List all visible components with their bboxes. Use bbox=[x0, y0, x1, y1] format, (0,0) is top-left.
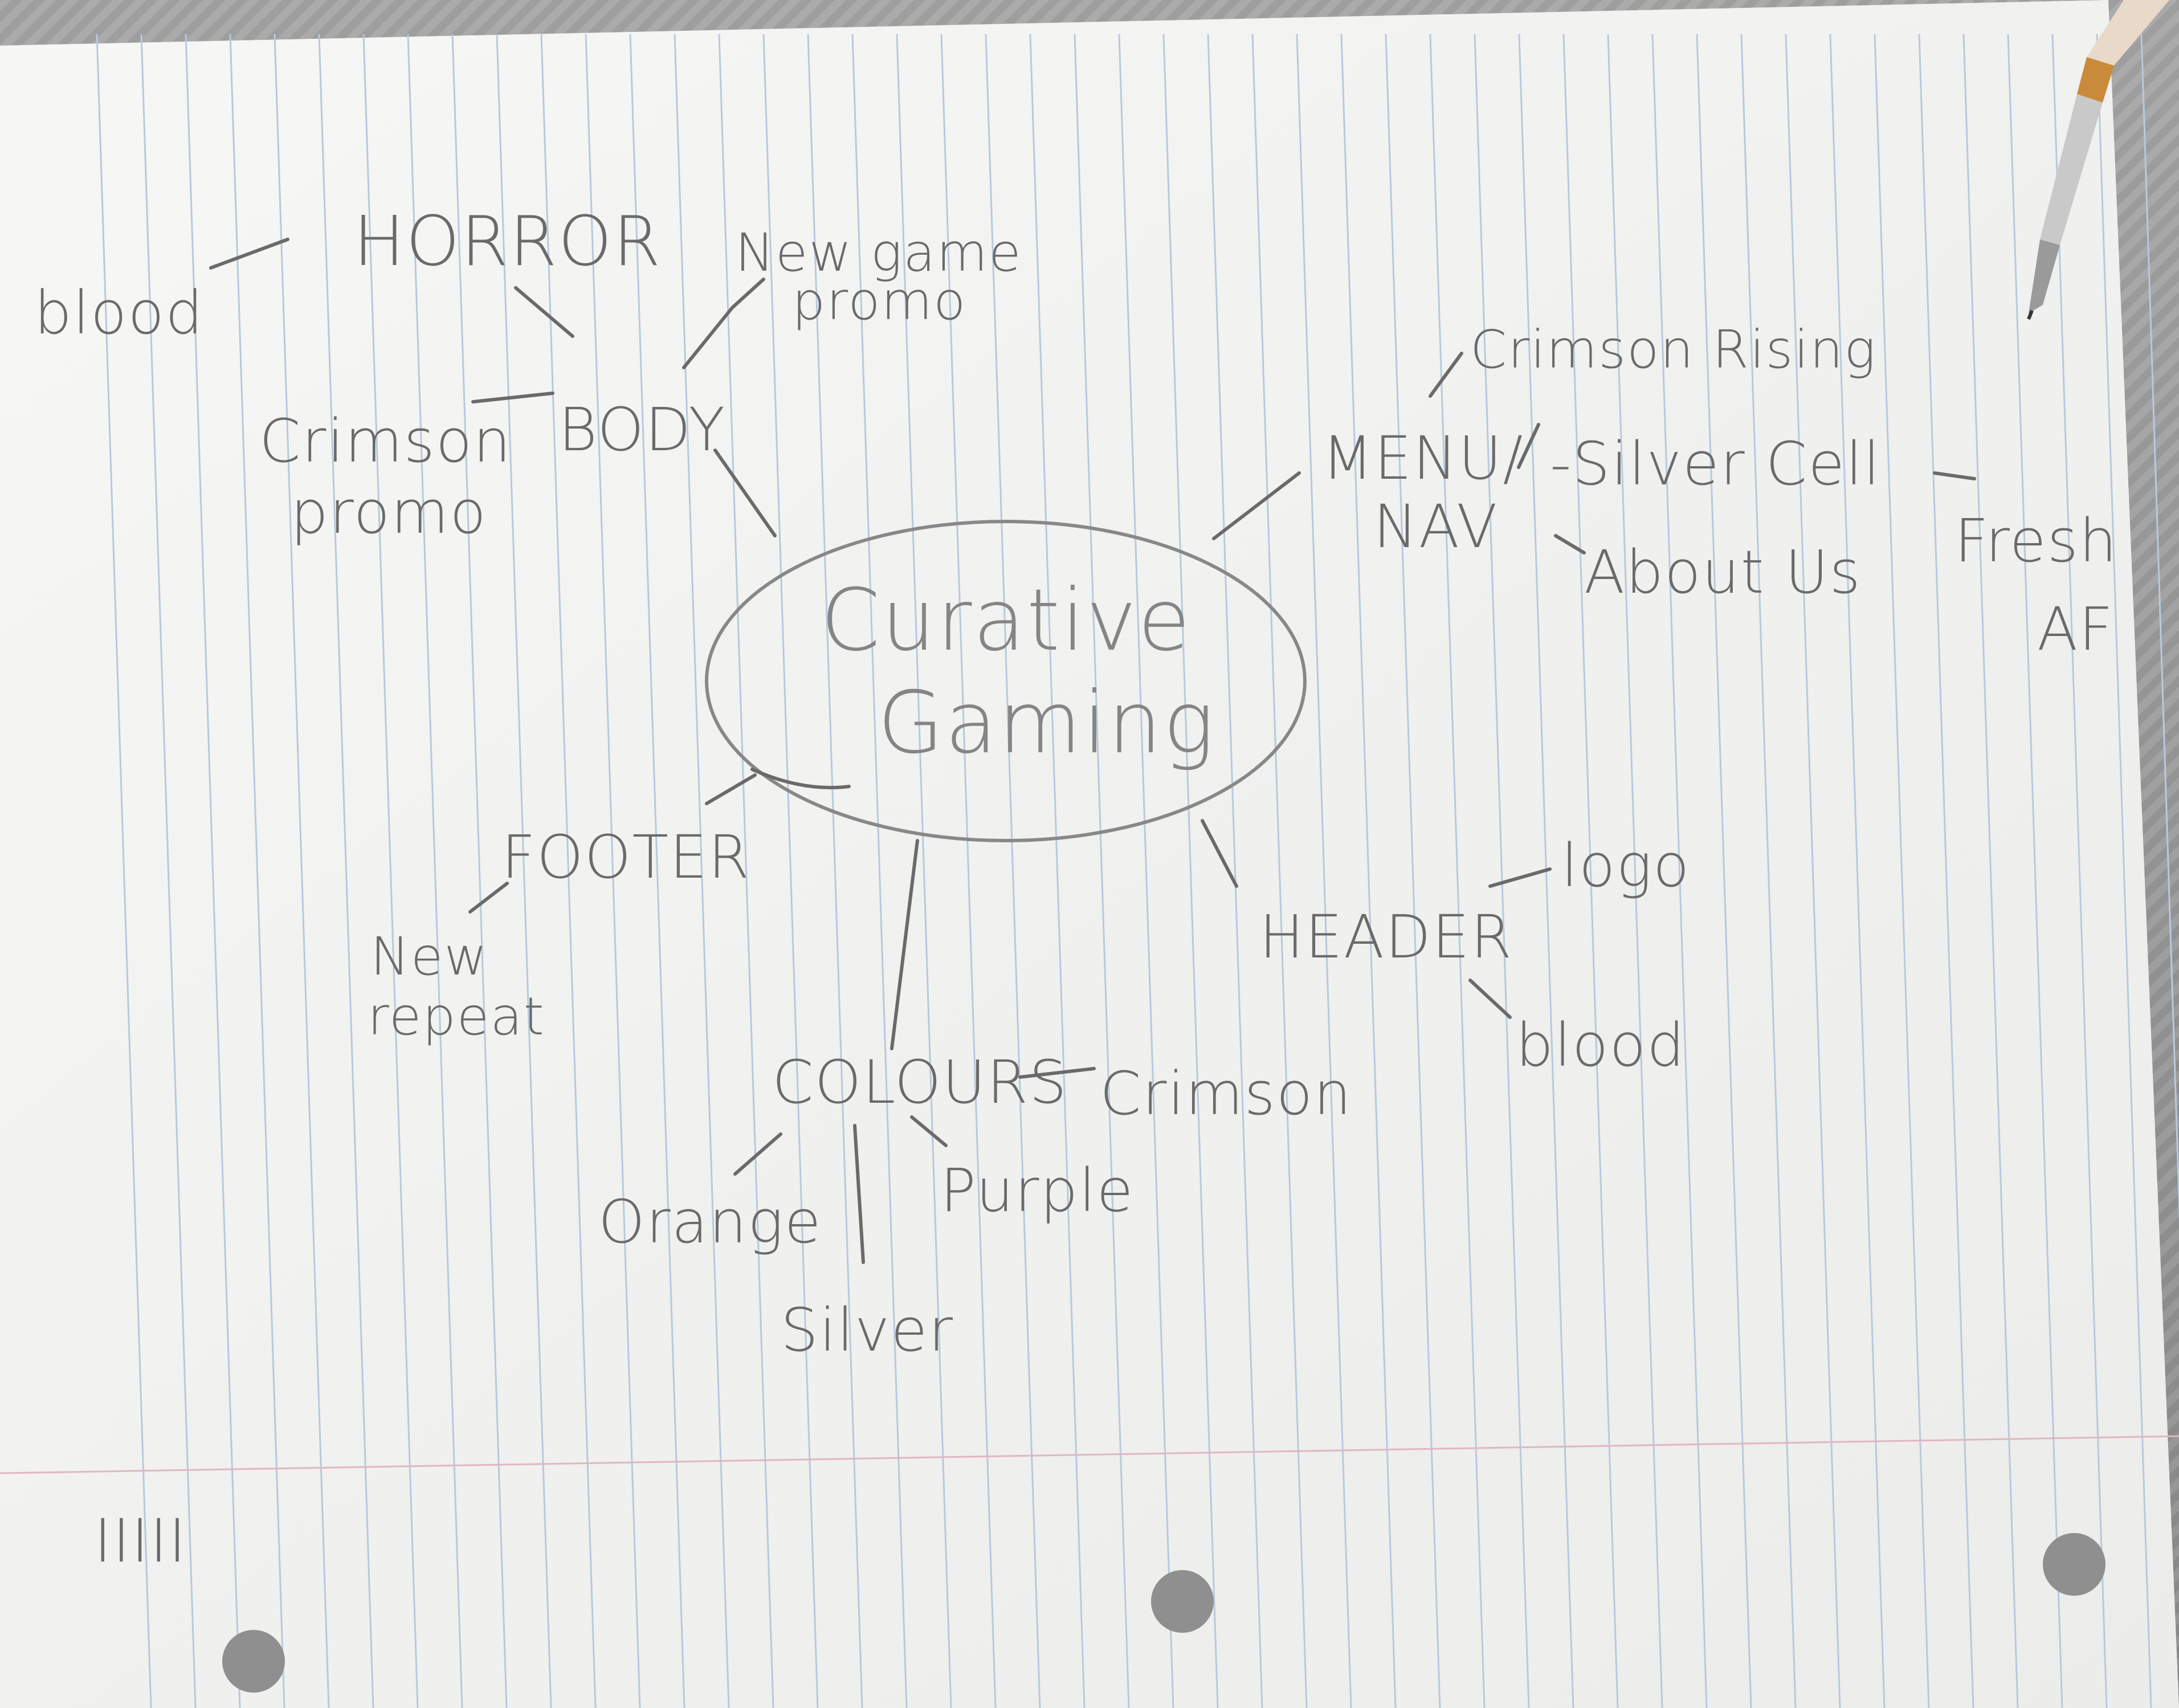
ruled-line bbox=[1607, 34, 1663, 1708]
ruled-line bbox=[1385, 34, 1441, 1708]
ruled-line bbox=[674, 34, 730, 1708]
margin-line bbox=[0, 1435, 2179, 1474]
menu-child-crimson-rising: Crimson Rising bbox=[1470, 319, 1877, 380]
ruled-line bbox=[896, 34, 952, 1708]
ruled-line bbox=[2140, 34, 2179, 1224]
ruled-line bbox=[1429, 34, 1486, 1708]
ruled-line bbox=[1696, 34, 1752, 1708]
menu-child-silver-cell: -Silver Cell bbox=[1550, 429, 1881, 499]
punch-hole bbox=[222, 1630, 285, 1693]
footer-child-note-line-1: New bbox=[370, 926, 488, 987]
ruled-line bbox=[540, 34, 597, 1708]
center-title-line-2: Gaming bbox=[878, 674, 1215, 773]
body-child-new-game-line-2: promo bbox=[792, 271, 966, 332]
branch-header-label: HEADER bbox=[1259, 902, 1513, 972]
ruled-line bbox=[985, 34, 1041, 1708]
center-ellipse bbox=[705, 520, 1307, 842]
branch-colours-label: COLOURS bbox=[772, 1047, 1068, 1117]
branch-menu-label-line-2: NAV bbox=[1373, 492, 1498, 561]
ruled-line bbox=[807, 34, 863, 1708]
ruled-line bbox=[629, 34, 685, 1708]
header-child-blood: blood bbox=[1516, 1010, 1686, 1080]
ruled-line bbox=[1829, 34, 1886, 1708]
ruled-line bbox=[1251, 34, 1308, 1708]
ruled-line bbox=[274, 34, 330, 1708]
ruled-line bbox=[1651, 34, 1708, 1708]
ruled-line bbox=[1340, 34, 1397, 1708]
colours-child-orange: Orange bbox=[598, 1187, 822, 1257]
punch-hole bbox=[1151, 1570, 1214, 1633]
ruled-line bbox=[2007, 34, 2063, 1708]
body-child-horror: HORROR bbox=[353, 202, 662, 282]
ruled-line bbox=[185, 34, 241, 1708]
ruled-line bbox=[1562, 34, 1619, 1708]
branch-body-label: BODY bbox=[558, 395, 726, 464]
menu-child-about-us: About Us bbox=[1584, 537, 1862, 607]
center-title-line-1: Curative bbox=[821, 571, 1191, 670]
header-child-logo: logo bbox=[1561, 831, 1691, 900]
ruled-line bbox=[1162, 34, 1219, 1708]
ruled-line bbox=[2051, 34, 2108, 1708]
ruled-line bbox=[407, 34, 463, 1708]
body-child-horror-blood: blood bbox=[34, 278, 204, 348]
colours-child-silver: Silver bbox=[781, 1295, 954, 1365]
body-child-crimson-promo-line-2: promo bbox=[291, 478, 487, 547]
menu-child-silver-cell-note-1: Fresh bbox=[1954, 506, 2118, 576]
ruled-line bbox=[1118, 34, 1174, 1708]
ruled-line bbox=[2096, 34, 2152, 1708]
ruled-line bbox=[318, 34, 374, 1708]
ruled-line bbox=[1207, 34, 1263, 1708]
ruled-line bbox=[1296, 34, 1352, 1708]
ruled-line bbox=[140, 34, 197, 1708]
ruled-line bbox=[362, 34, 419, 1708]
branch-footer-label: FOOTER bbox=[501, 822, 750, 892]
ruled-line bbox=[1740, 34, 1797, 1708]
colours-child-crimson: Crimson bbox=[1100, 1059, 1352, 1128]
ruled-line bbox=[762, 34, 819, 1708]
ruled-line bbox=[585, 34, 641, 1708]
footer-child-note-line-2: repeat bbox=[368, 986, 545, 1047]
ruled-line bbox=[1474, 34, 1530, 1708]
ruled-line bbox=[96, 34, 152, 1708]
body-child-crimson-promo-line-1: Crimson bbox=[259, 406, 512, 476]
ruled-line bbox=[451, 34, 508, 1708]
branch-menu-label-line-1: MENU/ bbox=[1322, 423, 1524, 493]
ruled-line bbox=[1874, 34, 1930, 1708]
punch-hole bbox=[2043, 1533, 2105, 1596]
menu-child-silver-cell-note-2: AF bbox=[2037, 594, 2114, 664]
ruled-line bbox=[1962, 34, 2019, 1708]
ruled-line bbox=[1918, 34, 1974, 1708]
ruled-line bbox=[496, 34, 552, 1708]
ruled-line bbox=[851, 34, 908, 1708]
colours-child-purple: Purple bbox=[940, 1156, 1134, 1225]
ruled-line bbox=[1029, 34, 1086, 1708]
ruled-line bbox=[940, 34, 997, 1708]
connectors bbox=[209, 238, 1976, 1264]
ruled-line bbox=[1074, 34, 1130, 1708]
ruled-line bbox=[229, 34, 285, 1708]
tally-marks: IIIII bbox=[94, 1506, 187, 1576]
body-child-new-game-line-1: New game bbox=[735, 222, 1022, 283]
ruled-line bbox=[1785, 34, 1841, 1708]
pencil bbox=[2027, 0, 2170, 320]
